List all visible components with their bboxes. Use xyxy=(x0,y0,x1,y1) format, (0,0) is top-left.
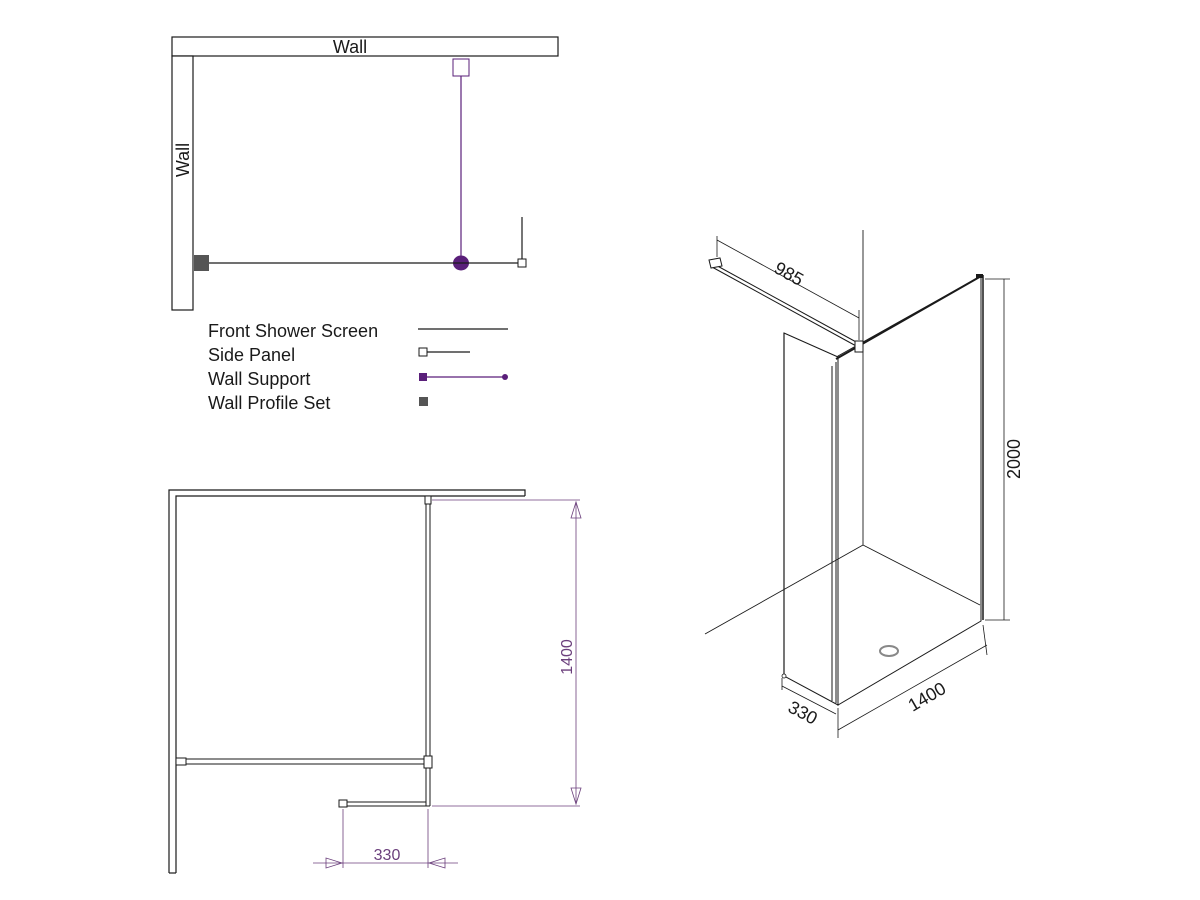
dim-label-depth: 1400 xyxy=(559,639,576,675)
iso-wall-support-clamp xyxy=(854,340,864,353)
iso-wall-support-bar-a xyxy=(711,262,859,344)
iso-dim-1400-line xyxy=(837,644,988,731)
dim-wall-outline-inner xyxy=(175,495,525,873)
iso-dim-label-height: 2000 xyxy=(1004,439,1024,479)
dimension-view: 1400 330 xyxy=(168,489,582,874)
iso-dim-330-line xyxy=(781,685,837,715)
iso-front-screen-wall-profile xyxy=(976,274,983,278)
iso-front-screen-glass xyxy=(837,275,982,706)
dim-arrow-depth-bottom xyxy=(570,787,582,806)
iso-dim-label-width: 1400 xyxy=(905,678,950,715)
dim-side-panel-connector xyxy=(338,799,348,808)
dim-label-side-width: 330 xyxy=(374,847,401,864)
dim-arrow-side-right xyxy=(427,857,446,869)
iso-floor-right xyxy=(862,544,981,606)
plan-wall-support-bracket xyxy=(452,58,470,77)
iso-wall-support-bar-b xyxy=(711,266,859,348)
iso-wall-support-bracket xyxy=(708,257,723,269)
iso-dim-label-side: 330 xyxy=(785,697,821,729)
dim-support-top-bracket xyxy=(424,495,432,505)
dim-wall-outline-outer xyxy=(168,489,526,873)
plan-side-panel-connector xyxy=(517,258,527,268)
iso-side-panel-foot xyxy=(781,673,787,679)
plan-wall-profile xyxy=(194,255,209,271)
legend-label-side-panel: Side Panel xyxy=(208,345,295,365)
legend-symbol-wall-support xyxy=(419,373,508,381)
plan-wall-left-label: Wall xyxy=(173,143,193,177)
legend: Front Shower Screen Side Panel Wall Supp… xyxy=(208,321,508,413)
legend-symbol-side-panel xyxy=(418,347,470,357)
iso-dim-985-line xyxy=(716,239,860,319)
dim-wall-profile xyxy=(175,757,187,766)
legend-label-front-screen: Front Shower Screen xyxy=(208,321,378,341)
dim-arrow-side-left xyxy=(325,857,344,869)
plan-view: Wall Wall xyxy=(171,36,559,311)
iso-side-panel-glass xyxy=(783,332,839,706)
plan-wall-top xyxy=(171,36,559,57)
plan-wall-left xyxy=(171,55,194,311)
iso-dim-1400-ext-right xyxy=(982,624,988,656)
legend-label-wall-support: Wall Support xyxy=(208,369,310,389)
dim-arrow-depth-top xyxy=(570,500,582,519)
isometric-view: 985 2000 1400 330 xyxy=(704,230,1024,738)
iso-floor-waste xyxy=(879,645,899,657)
iso-dim-label-support-length: 985 xyxy=(771,258,807,290)
legend-symbol-wall-profile xyxy=(419,397,428,406)
plan-wall-top-label: Wall xyxy=(333,37,367,57)
dim-screen-connector xyxy=(423,755,433,769)
legend-label-wall-profile: Wall Profile Set xyxy=(208,393,330,413)
